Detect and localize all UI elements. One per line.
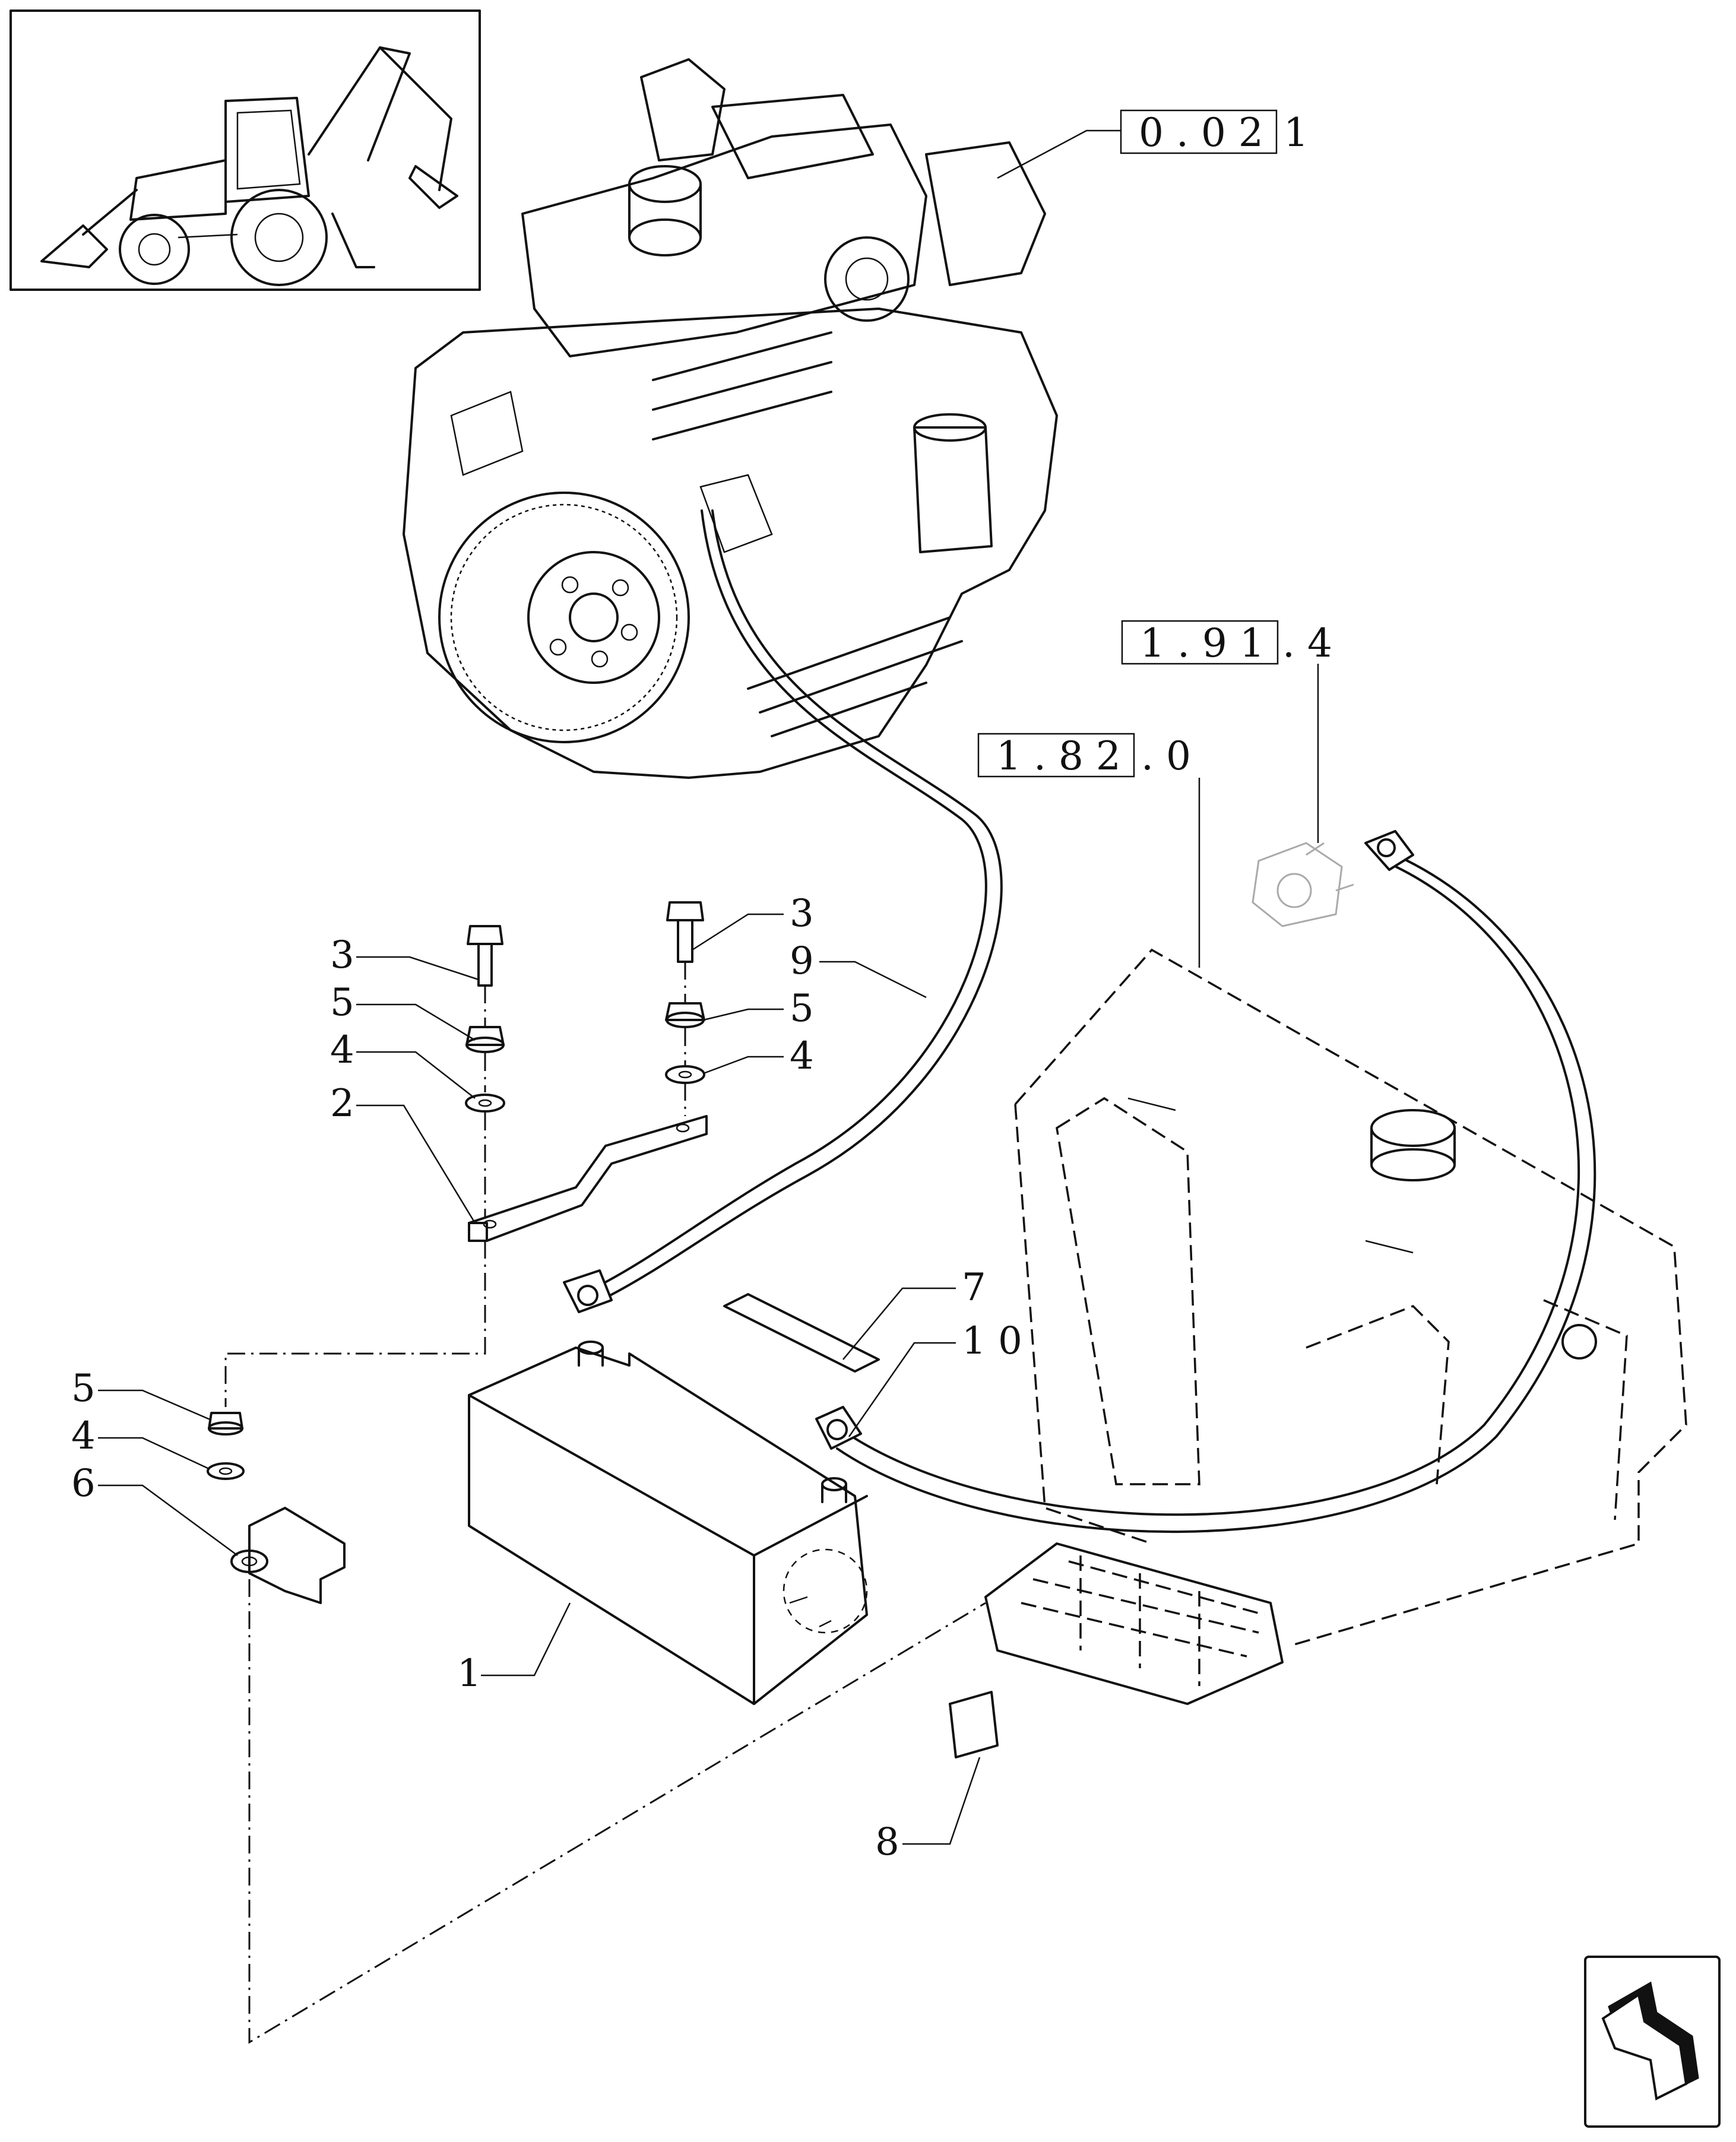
- callout-9: 9: [790, 939, 814, 983]
- hardware-stack-lower: [207, 1241, 986, 2044]
- reference-1-82-0: 1 . 8 2 . 0: [977, 733, 1200, 968]
- callout-5-left: 5: [330, 981, 354, 1025]
- callout-10: 1 0: [962, 1319, 1022, 1363]
- reference-0-02-1: 0 . 0 2 1: [997, 109, 1309, 179]
- svg-text:. 0: . 0: [1141, 733, 1191, 779]
- hold-down-strap-2: [468, 1115, 708, 1242]
- decal-8: [949, 1691, 999, 1758]
- callout-2: 2: [330, 1082, 354, 1126]
- callout-4-right: 4: [790, 1034, 814, 1078]
- callout-1: 1: [457, 1652, 481, 1696]
- callout-3-right: 3: [790, 892, 814, 936]
- battery-compartment: [1014, 948, 1687, 1646]
- svg-text:. 4: . 4: [1282, 620, 1332, 666]
- svg-text:0 . 0 2: 0 . 0 2: [1139, 110, 1263, 156]
- svg-text:1 . 8 2: 1 . 8 2: [996, 733, 1121, 779]
- engine-assembly: [403, 58, 1058, 779]
- battery-switch-icon: [1252, 842, 1354, 927]
- battery-cable-9: [563, 509, 1003, 1313]
- svg-text:1 . 9 1: 1 . 9 1: [1140, 620, 1265, 666]
- access-step: [984, 1542, 1284, 1705]
- callouts: 1 2 3 3 5 5 4 4 9 5 4 6 7 1 0 8: [71, 892, 1022, 1864]
- backhoe-loader-icon: [9, 9, 481, 291]
- callout-7: 7: [962, 1266, 986, 1310]
- svg-text:1: 1: [1284, 110, 1309, 156]
- callout-4-lower: 4: [71, 1414, 96, 1458]
- callout-5-lower: 5: [71, 1367, 96, 1411]
- hardware-stack-left: [465, 925, 505, 1217]
- callout-5-right: 5: [790, 987, 814, 1031]
- callout-8: 8: [875, 1820, 899, 1864]
- reference-1-91-4: 1 . 9 1 . 4: [1121, 620, 1332, 843]
- callout-4-left: 4: [330, 1028, 354, 1072]
- battery-1: [468, 1341, 868, 1705]
- callout-6: 6: [71, 1462, 96, 1506]
- callout-3-left: 3: [330, 933, 354, 977]
- next-page-arrow-icon[interactable]: [1584, 1956, 1721, 2128]
- battery-cable-10: [815, 830, 1596, 1533]
- hardware-stack-right: [665, 901, 705, 1116]
- decal-7: [723, 1293, 880, 1373]
